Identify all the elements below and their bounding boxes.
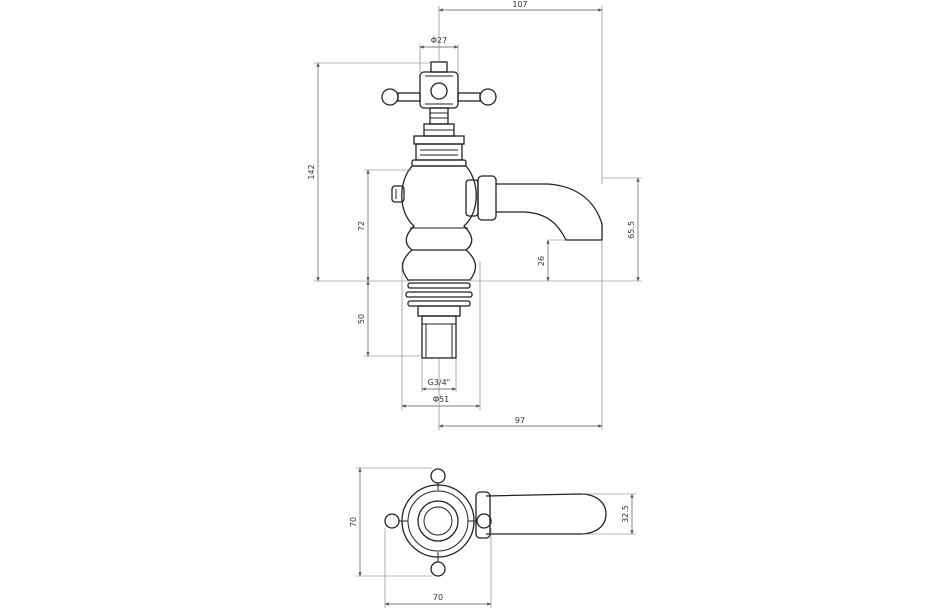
dim-overall-width: 107 [512, 0, 527, 9]
dim-handle-width: 70 [349, 517, 358, 527]
dim-plan-length: 70 [433, 593, 443, 602]
cross-handle [381, 61, 497, 109]
dim-total-height: 142 [307, 164, 316, 179]
dim-body-height: 72 [357, 221, 366, 231]
dim-thread: G3/4" [428, 378, 451, 387]
threaded-shank [421, 315, 457, 359]
lock-rings [405, 282, 473, 317]
plan-view: 70 70 32.5 [349, 467, 636, 608]
valve-stem [423, 107, 455, 137]
dim-spout-height: 65.5 [627, 221, 636, 239]
cross-handle-plan [384, 468, 492, 577]
dimension-lines-side [314, 6, 642, 430]
side-elevation-view: 107 Φ27 142 72 65.5 26 50 G3/4" Φ51 97 [307, 0, 642, 430]
spout-plan [475, 491, 607, 539]
spout [465, 175, 603, 241]
headwork-plan [401, 484, 475, 558]
dim-spout-outlet: 26 [537, 256, 546, 266]
dimension-lines-plan [356, 467, 636, 608]
dim-base-diameter: Φ51 [433, 395, 449, 404]
dim-shank-length: 50 [357, 314, 366, 324]
dim-spout-reach: 97 [515, 416, 525, 425]
tap-body [391, 165, 477, 281]
headwork-nut [411, 135, 467, 167]
dim-head-diameter: Φ27 [431, 36, 447, 45]
dim-plan-spout-width: 32.5 [621, 505, 630, 523]
